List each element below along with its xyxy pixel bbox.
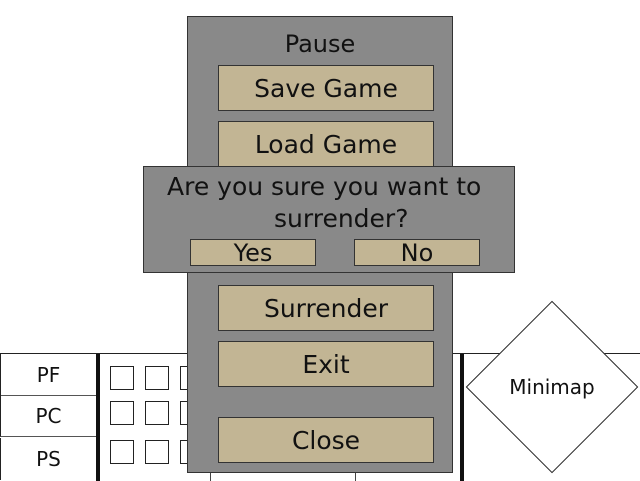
unit-slot[interactable]: [110, 440, 134, 464]
tab-pf[interactable]: PF: [0, 354, 96, 396]
tab-ps[interactable]: PS: [0, 438, 96, 480]
unit-slot[interactable]: [145, 366, 169, 390]
confirm-message-line1: Are you sure you want to: [167, 172, 482, 201]
hud-divider-right: [460, 354, 464, 481]
save-game-button[interactable]: Save Game: [218, 65, 434, 111]
hud-divider-left: [96, 354, 100, 481]
surrender-button[interactable]: Surrender: [218, 285, 434, 331]
close-button[interactable]: Close: [218, 417, 434, 463]
unit-slot[interactable]: [110, 401, 134, 425]
exit-button[interactable]: Exit: [218, 341, 434, 387]
pause-title: Pause: [284, 30, 356, 58]
surrender-confirm-dialog: Are you sure you want to surrender? Yes …: [143, 166, 515, 273]
tab-pc[interactable]: PC: [0, 395, 96, 437]
minimap-label: Minimap: [509, 375, 595, 399]
unit-slot[interactable]: [145, 401, 169, 425]
yes-button[interactable]: Yes: [190, 239, 316, 267]
no-button[interactable]: No: [354, 239, 480, 267]
unit-slot[interactable]: [110, 366, 134, 390]
minimap[interactable]: Minimap: [465, 300, 639, 474]
confirm-message-line2: surrender?: [274, 204, 409, 233]
unit-slot[interactable]: [145, 440, 169, 464]
load-game-button[interactable]: Load Game: [218, 121, 434, 167]
